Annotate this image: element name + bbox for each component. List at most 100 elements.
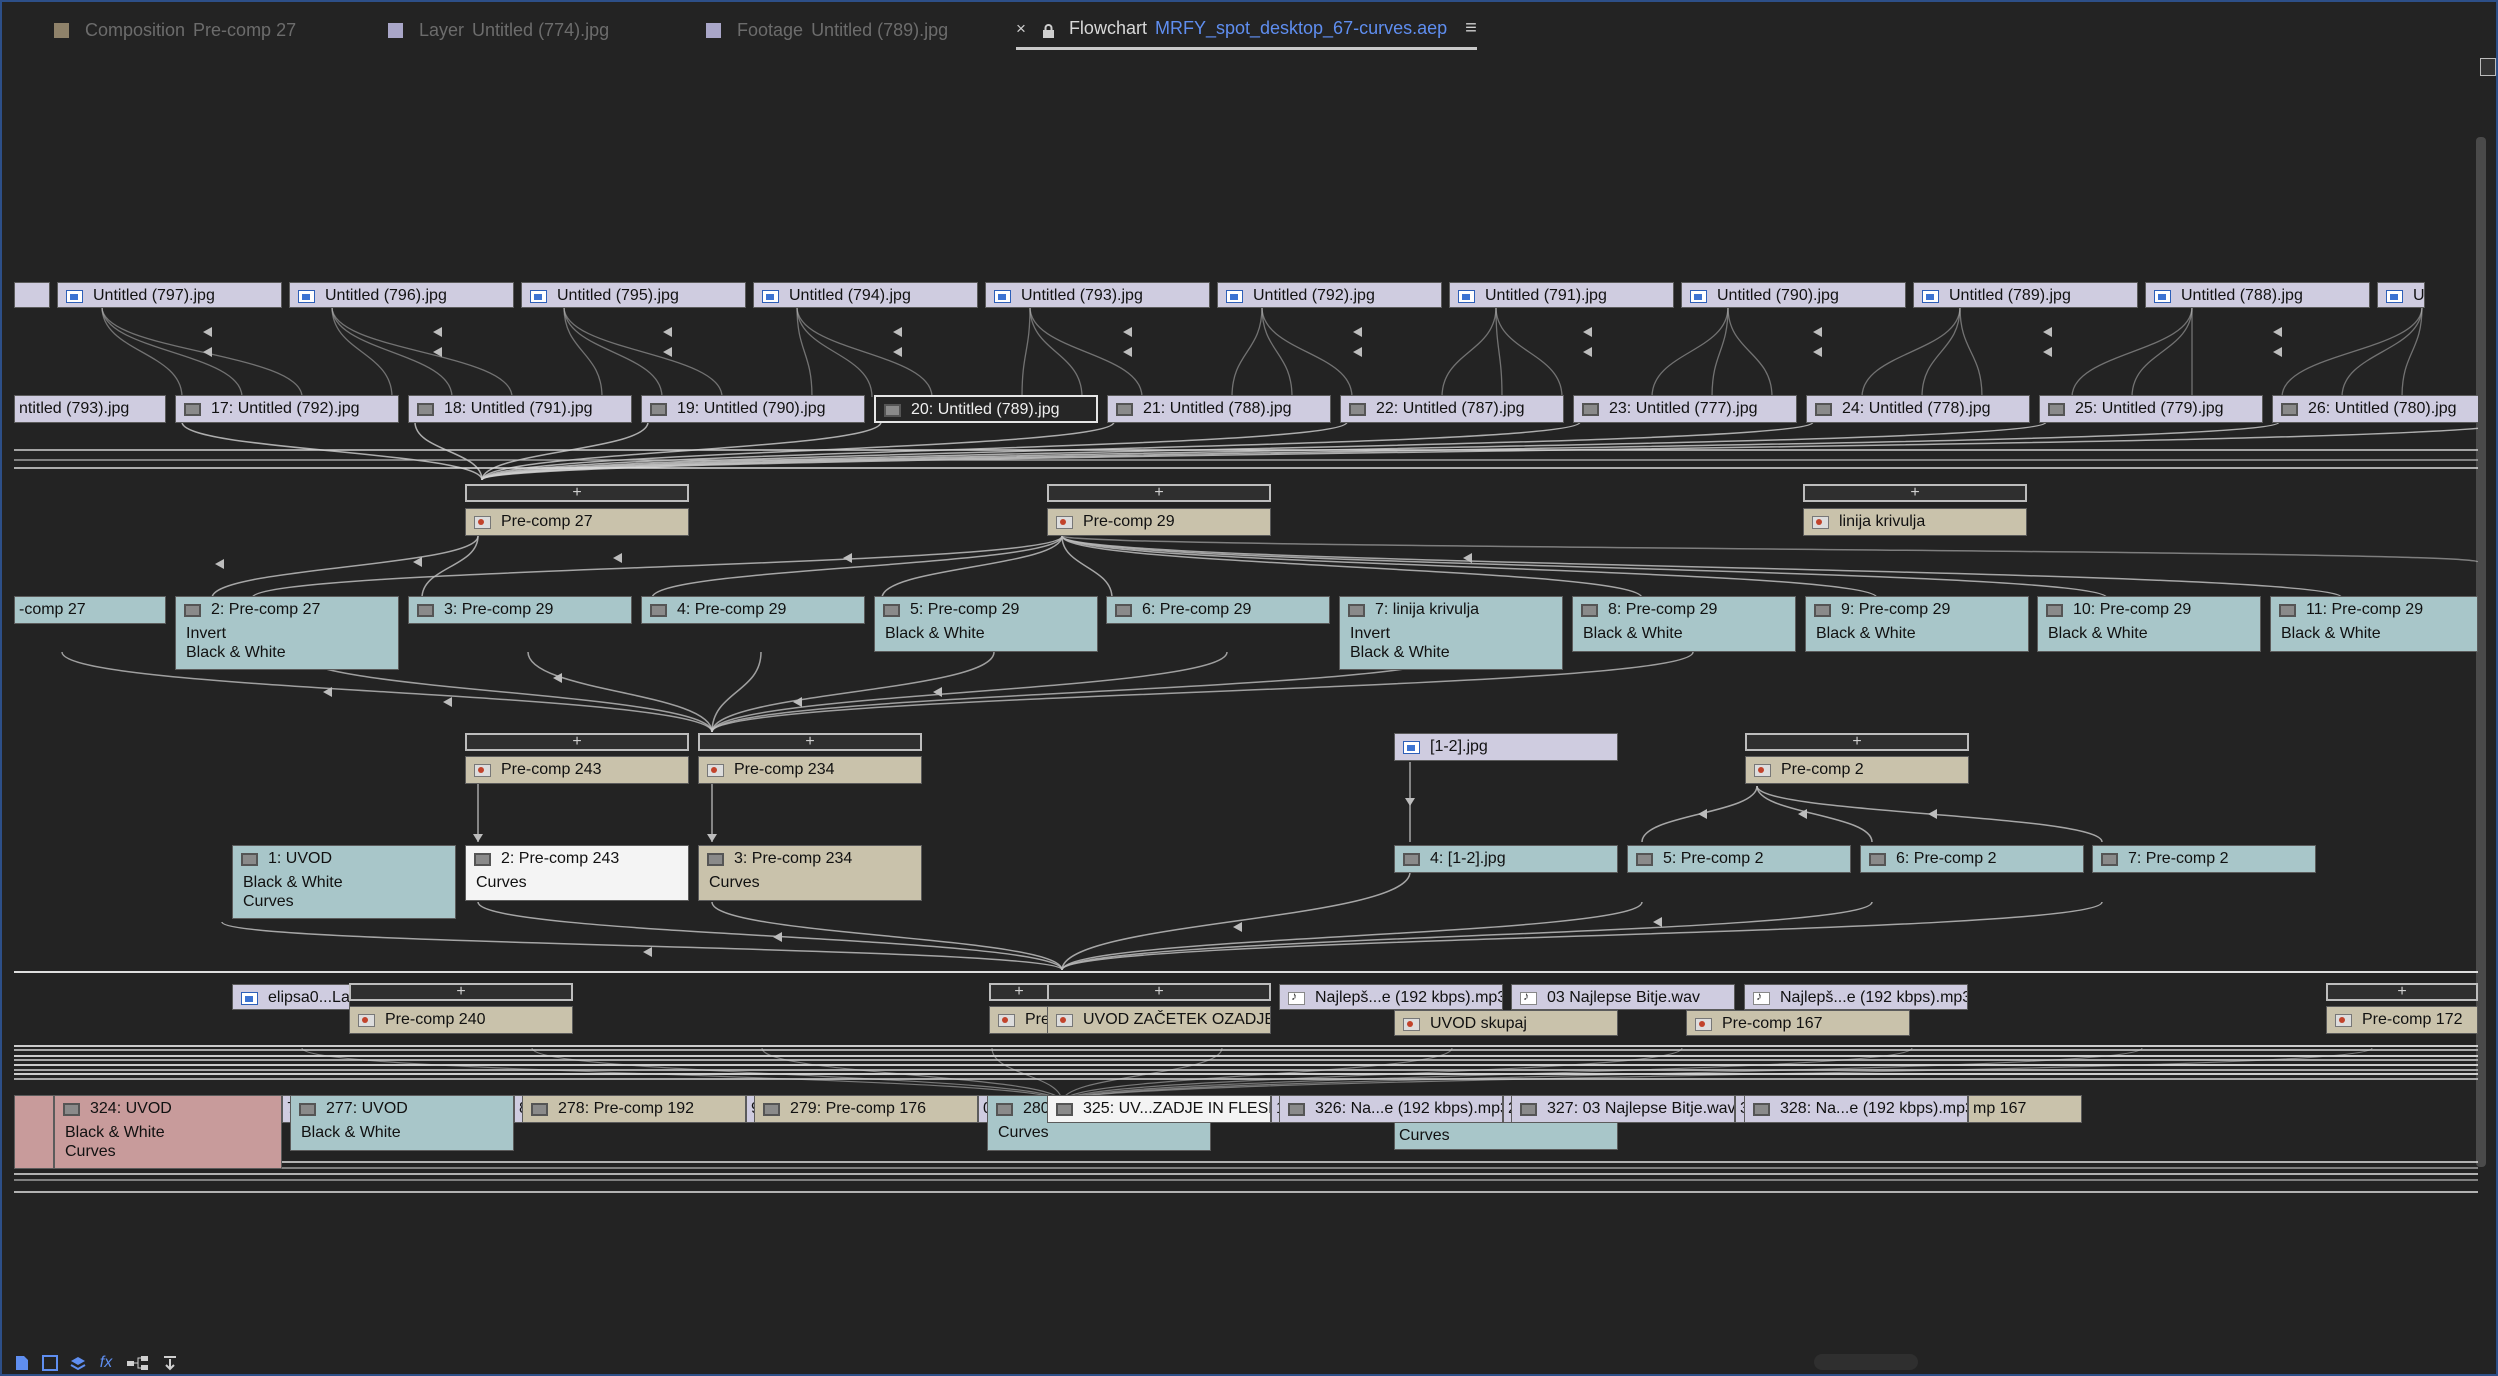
layer-node[interactable]: ntitled (793).jpg (14, 395, 166, 423)
composition-node[interactable]: Pre-comp 27 (465, 508, 689, 536)
expand-comp-button[interactable]: + (2326, 983, 2478, 1001)
layer-node[interactable]: 278: Pre-comp 192 (522, 1095, 746, 1123)
flow-direction-icon[interactable] (126, 1355, 150, 1371)
tab-footage[interactable]: Footage Untitled (789).jpg (706, 10, 948, 50)
fx-icon[interactable]: fx (99, 1354, 113, 1371)
footage-node[interactable]: Najlepš...e (192 kbps).mp3 (1744, 984, 1968, 1010)
layer-node[interactable]: -comp 27 (14, 596, 166, 624)
footage-node[interactable]: Untitled (788).jpg (2145, 282, 2370, 308)
tab-flowchart[interactable]: × Flowchart MRFY_spot_desktop_67-curves.… (1016, 10, 1477, 50)
close-tab-icon[interactable]: × (1016, 18, 1026, 38)
footage-node[interactable] (14, 282, 50, 308)
expand-comp-button[interactable]: + (1047, 484, 1271, 502)
composition-node[interactable]: Pre-comp 234 (698, 756, 922, 784)
footage-node[interactable]: [1-2].jpg (1394, 733, 1618, 761)
lock-icon[interactable] (1042, 22, 1055, 38)
layer-node[interactable]: 20: Untitled (789).jpg (874, 395, 1098, 423)
footage-node[interactable]: Untitled (794).jpg (753, 282, 978, 308)
composition-node[interactable]: Pre (989, 1006, 1049, 1034)
square-icon[interactable] (42, 1355, 58, 1371)
expand-comp-button[interactable]: + (349, 983, 573, 1001)
tab-composition[interactable]: Composition Pre-comp 27 (54, 10, 296, 50)
layer-node[interactable]: 26: Untitled (780).jpg (2272, 395, 2478, 423)
layer-node[interactable] (14, 1095, 54, 1169)
expand-comp-button[interactable]: + (465, 733, 689, 751)
tab-layer[interactable]: Layer Untitled (774).jpg (388, 10, 609, 50)
expand-comp-button[interactable]: + (989, 983, 1049, 1001)
expand-comp-button[interactable]: + (1047, 983, 1271, 1001)
footage-node[interactable]: Untitled (791).jpg (1449, 282, 1674, 308)
layer-node[interactable]: 325: UV...ZADJE IN FLESH (1047, 1095, 1271, 1123)
footage-node[interactable]: 03 Najlepse Bitje.wav (1511, 984, 1735, 1010)
layer-node[interactable]: 21: Untitled (788).jpg (1107, 395, 1331, 423)
footage-node[interactable]: Untitled (792).jpg (1217, 282, 1442, 308)
layer-node[interactable]: 279: Pre-comp 176 (754, 1095, 978, 1123)
layers-icon[interactable] (70, 1355, 86, 1371)
footage-node[interactable]: Untitled ( (2377, 282, 2425, 308)
wire (527, 651, 713, 733)
composition-node[interactable]: Pre-comp 2 (1745, 756, 1969, 784)
composition-node[interactable]: UVOD ZAČETEK OZADJE (1047, 1006, 1271, 1034)
layer-node[interactable]: 23: Untitled (777).jpg (1573, 395, 1797, 423)
composition-node[interactable]: Pre-comp 243 (465, 756, 689, 784)
layer-node[interactable]: 7: Pre-comp 2 (2092, 845, 2316, 873)
layer-node[interactable]: 18: Untitled (791).jpg (408, 395, 632, 423)
expand-comp-button[interactable]: + (698, 733, 922, 751)
node-header: Pre-comp 243 (466, 757, 688, 783)
layer-node[interactable]: 22: Untitled (787).jpg (1340, 395, 1564, 423)
layer-node[interactable]: 17: Untitled (792).jpg (175, 395, 399, 423)
horizontal-scrollbar[interactable] (1814, 1354, 1918, 1370)
expand-comp-button[interactable]: + (465, 484, 689, 502)
footage-node[interactable]: Untitled (790).jpg (1681, 282, 1906, 308)
composition-node[interactable]: Pre-comp 240 (349, 1006, 573, 1034)
layer-node[interactable]: 5: Pre-comp 2 (1627, 845, 1851, 873)
panel-options-icon[interactable] (2480, 58, 2496, 76)
layer-node[interactable]: 3: Pre-comp 29 (408, 596, 632, 624)
footage-node[interactable]: Untitled (795).jpg (521, 282, 746, 308)
expand-comp-button[interactable]: + (1745, 733, 1969, 751)
footage-node[interactable]: Untitled (796).jpg (289, 282, 514, 308)
wire (414, 421, 483, 481)
expand-comp-button[interactable]: + (1803, 484, 2027, 502)
layer-node[interactable]: mp 167 (1968, 1095, 2082, 1123)
composition-node[interactable]: Pre-comp 167 (1686, 1010, 1910, 1036)
effect-node[interactable]: Curves (1394, 1122, 1618, 1150)
composition-node[interactable]: Pre-comp 172 (2326, 1006, 2478, 1034)
panel-menu-icon[interactable]: ≡ (1465, 17, 1477, 39)
footage-node[interactable]: Najlepš...e (192 kbps).mp3 (1279, 984, 1503, 1010)
layer-node[interactable]: 25: Untitled (779).jpg (2039, 395, 2263, 423)
layer-node[interactable]: 328: Na...e (192 kbps).mp3 (1744, 1095, 1968, 1123)
layer-node[interactable]: 327: 03 Najlepse Bitje.wav (1511, 1095, 1735, 1123)
footage-node[interactable]: Untitled (789).jpg (1913, 282, 2138, 308)
layer-node[interactable]: 6: Pre-comp 29 (1106, 596, 1330, 624)
layer-node[interactable]: 4: [1-2].jpg (1394, 845, 1618, 873)
layer-node[interactable]: 19: Untitled (790).jpg (641, 395, 865, 423)
flowchart-canvas[interactable]: Untitled (797).jpg Untitled (796).jpg Unti… (14, 50, 2478, 1350)
layer-node[interactable]: 4: Pre-comp 29 (641, 596, 865, 624)
layer-node[interactable]: 24: Untitled (778).jpg (1806, 395, 2030, 423)
layer-icon (531, 1102, 548, 1116)
composition-node[interactable]: linija krivulja (1803, 508, 2027, 536)
footage-node[interactable]: Untitled (793).jpg (985, 282, 1210, 308)
composition-node[interactable]: UVOD skupaj (1394, 1010, 1618, 1036)
layer-node[interactable]: 6: Pre-comp 2 (1860, 845, 2084, 873)
new-comp-icon[interactable] (14, 1355, 30, 1371)
vertical-scrollbar[interactable] (2476, 137, 2486, 1167)
layer-node[interactable]: 326: Na...e (192 kbps).mp3 (1279, 1095, 1503, 1123)
composition-node[interactable]: Pre-comp 29 (1047, 508, 1271, 536)
collapse-icon[interactable] (162, 1355, 178, 1371)
footage-node[interactable]: Untitled (797).jpg (57, 282, 282, 308)
footage-node[interactable]: elipsa0...Laye (232, 984, 350, 1010)
